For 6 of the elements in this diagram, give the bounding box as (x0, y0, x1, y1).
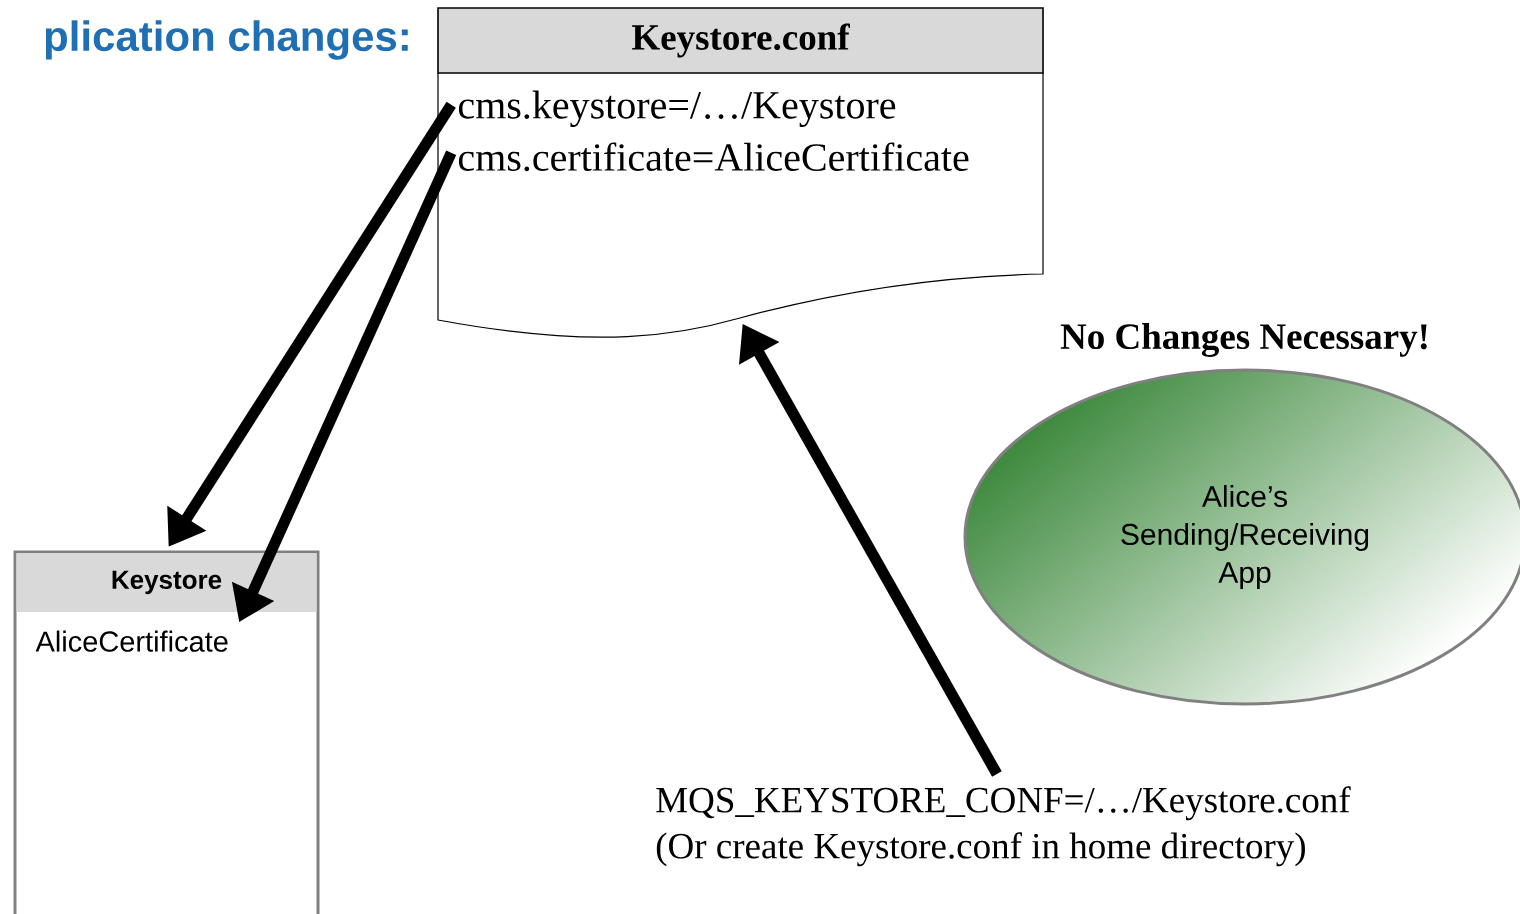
text-line: cms.keystore=/…/Keystore (458, 90, 896, 127)
node-label: No Changes Necessary! (1060, 323, 1427, 357)
note-text: MQS_KEYSTORE_CONF=/…/Keystore.conf (Or create Keystore.conf in home directory) (656, 786, 1351, 867)
title: plication changes: (45, 20, 408, 60)
list-item: AliceCertificate (35, 630, 228, 652)
text-line: cms.certificate=AliceCertificate (458, 142, 969, 172)
